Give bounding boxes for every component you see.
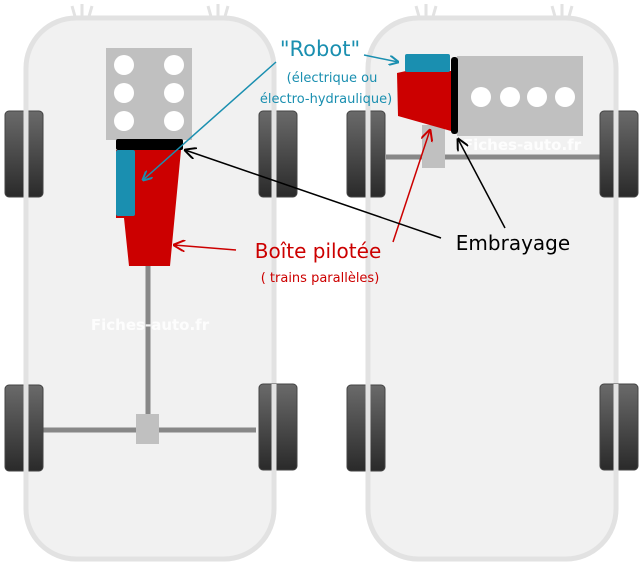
robot-subtitle-line1: (électrique ou (287, 71, 378, 86)
clutch-title: Embrayage (456, 231, 570, 255)
gearbox-subtitle: ( trains parallèles) (261, 271, 380, 286)
right-car-engine (457, 56, 583, 136)
left-car-rear-tire-right (258, 383, 298, 471)
right-car-front-tire-right (599, 110, 639, 198)
right-car-clutch (451, 57, 458, 134)
gearbox-title: Boîte pilotée (255, 239, 382, 263)
left-car-robot (116, 150, 135, 216)
right-car-differential (422, 125, 445, 168)
left-car: Fiches-auto.fr (4, 4, 298, 562)
robot-leader-left (143, 61, 277, 180)
robot-title: "Robot" (280, 37, 360, 61)
gearbox-leader-left (174, 245, 237, 250)
left-car-engine (106, 48, 192, 140)
right-car-gearbox (397, 71, 451, 131)
watermark-left: Fiches-auto.fr (91, 316, 210, 334)
robot-leader-right (363, 54, 398, 62)
left-car-front-tire-right (258, 110, 298, 198)
right-car-rear-tire-right (599, 383, 639, 471)
left-car-clutch (116, 139, 183, 150)
left-car-differential (136, 414, 159, 444)
robot-subtitle-line2: électro-hydraulique) (260, 92, 392, 107)
right-car: Fiches-auto.fr (346, 4, 639, 562)
watermark-right: Fiches-auto.fr (463, 136, 582, 154)
right-car-robot (405, 54, 450, 72)
clutch-leader-left (185, 150, 442, 239)
clutch-leader-right (458, 139, 506, 229)
